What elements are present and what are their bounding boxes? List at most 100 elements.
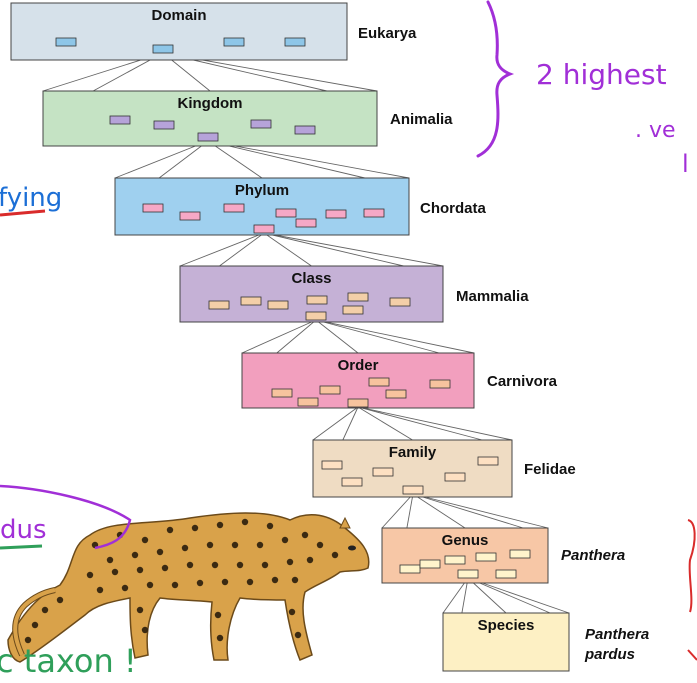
member-group-box <box>223 37 245 47</box>
member-group-box <box>342 305 364 315</box>
level-box <box>442 612 570 672</box>
member-group-box <box>240 296 262 306</box>
annotation-highest: 2 highest <box>536 58 667 91</box>
connector-line <box>315 319 475 354</box>
member-group-box <box>419 559 441 569</box>
connector-line <box>381 493 414 529</box>
leopard-spot <box>196 579 204 587</box>
member-group-box <box>341 477 363 487</box>
level-title: Domain <box>151 7 206 24</box>
leopard-spot <box>161 564 169 572</box>
connector-line <box>263 232 404 267</box>
member-group-box <box>389 297 411 307</box>
connector-line <box>461 577 469 614</box>
member-group-box <box>271 388 293 398</box>
level-example: Eukarya <box>358 25 417 42</box>
member-group-box <box>321 460 343 470</box>
leopard-spot <box>281 536 289 544</box>
leopard-spot <box>271 576 279 584</box>
leopard-spot <box>96 586 104 594</box>
leopard-spot <box>156 548 164 556</box>
member-group-box <box>152 44 174 54</box>
connector-line <box>207 140 366 179</box>
level-example: Chordata <box>420 200 486 217</box>
member-group-box <box>153 120 175 130</box>
member-group-box <box>368 377 390 387</box>
connector-line <box>207 140 263 179</box>
annotation-dus: dus <box>0 515 47 545</box>
member-group-box <box>347 292 369 302</box>
leopard-spot <box>136 606 144 614</box>
leopard-spot <box>141 626 149 634</box>
leopard-spot <box>288 608 296 616</box>
leopard-spot <box>256 541 264 549</box>
green-underline <box>0 544 43 550</box>
leopard-spot <box>216 634 224 642</box>
leopard-spot <box>306 556 314 564</box>
member-group-box <box>208 300 230 310</box>
leopard-spot <box>206 541 214 549</box>
red-brace <box>687 519 696 613</box>
member-group-box <box>444 472 466 482</box>
connector-line <box>357 406 513 441</box>
level-example: Mammalia <box>456 288 529 305</box>
member-group-box <box>179 211 201 221</box>
member-group-box <box>305 311 327 321</box>
leopard-spot <box>301 531 309 539</box>
member-group-box <box>325 209 347 219</box>
leopard-spot <box>316 541 324 549</box>
level-box <box>10 2 348 61</box>
member-group-box <box>295 218 317 228</box>
level-example: Felidae <box>524 461 576 478</box>
member-group-box <box>495 569 517 579</box>
connector-line <box>263 232 312 267</box>
member-group-box <box>55 37 77 47</box>
leopard-spot <box>331 551 339 559</box>
level-title: Class <box>291 270 331 287</box>
member-group-box <box>319 385 341 395</box>
member-group-box <box>444 555 466 565</box>
member-group-box <box>223 203 245 213</box>
purple-arc <box>0 484 132 550</box>
member-group-box <box>284 37 306 47</box>
red-underline <box>0 209 46 217</box>
connector-line <box>406 493 414 529</box>
connector-line <box>241 319 317 354</box>
connector-line <box>467 577 507 614</box>
annotation-ve: . ve <box>635 118 676 143</box>
leopard-spot <box>56 596 64 604</box>
leopard-spot <box>24 636 32 644</box>
level-title: Genus <box>442 532 489 549</box>
connector-line <box>357 406 413 441</box>
leopard-spot <box>171 581 179 589</box>
leopard-spot <box>241 518 249 526</box>
annotation-fying: fying <box>0 183 62 213</box>
connector-line <box>158 140 209 179</box>
member-group-box <box>109 115 131 125</box>
leopard-spot <box>111 568 119 576</box>
leopard-spot <box>146 581 154 589</box>
leopard-spot <box>166 526 174 534</box>
connector-line <box>219 232 265 267</box>
connector-line <box>315 319 359 354</box>
member-group-box <box>294 125 316 135</box>
leopard-spot <box>131 551 139 559</box>
member-group-box <box>477 456 499 466</box>
connector-line <box>357 406 483 441</box>
member-group-box <box>306 295 328 305</box>
member-group-box <box>402 485 424 495</box>
level-title: Family <box>389 444 437 461</box>
connector-line <box>114 140 209 179</box>
connector-line <box>312 406 359 441</box>
leopard-spot <box>236 561 244 569</box>
level-boxes: DomainEukaryaKingdomAnimaliaPhylumChorda… <box>10 2 649 672</box>
member-group-box <box>267 300 289 310</box>
leopard-spot <box>141 536 149 544</box>
